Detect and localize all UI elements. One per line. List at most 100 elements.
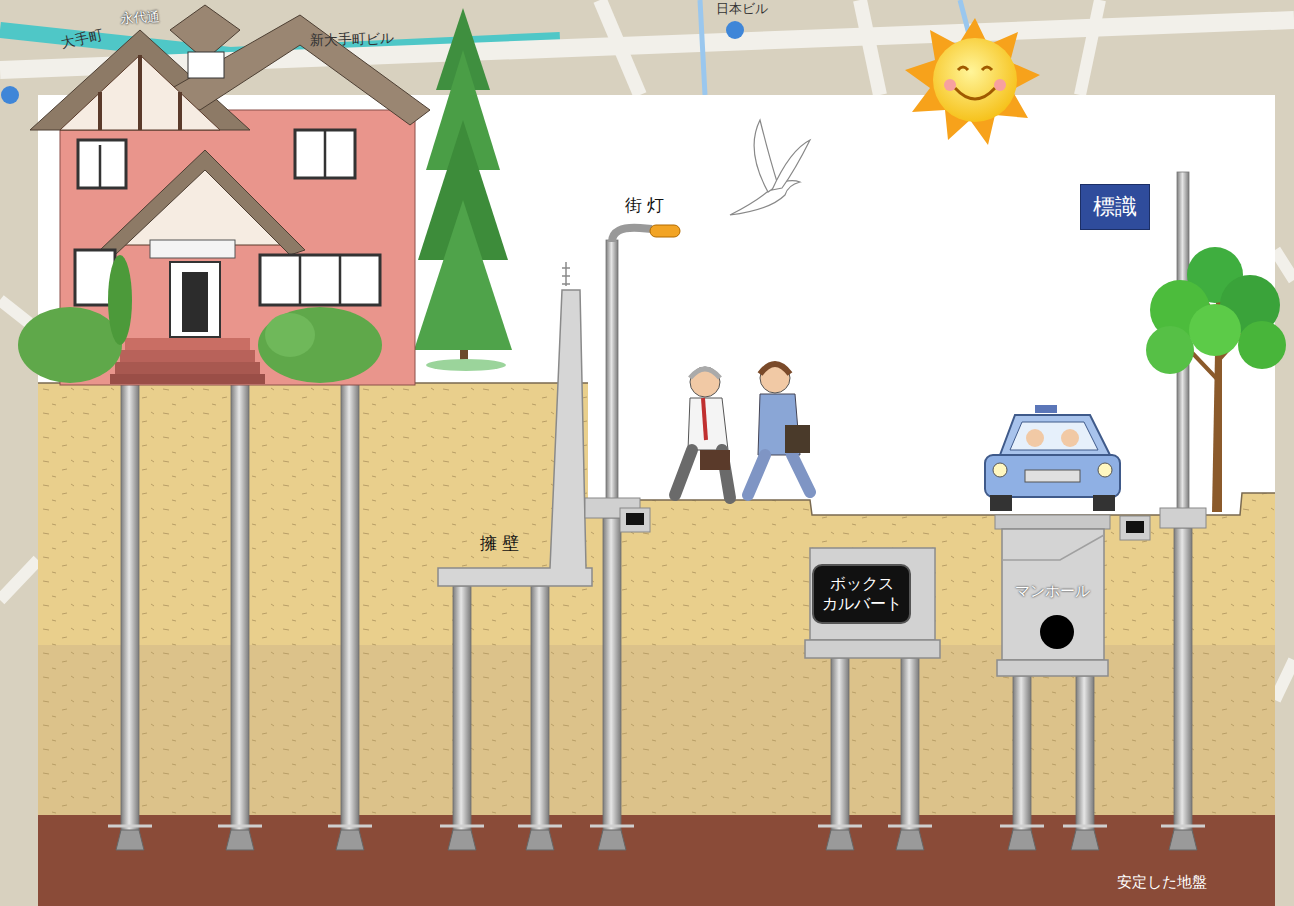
retaining-wall: [562, 262, 570, 286]
steel-pile: [453, 586, 471, 835]
map-label: 日本ビル: [716, 0, 768, 18]
car: [1093, 495, 1115, 511]
box-culvert: [805, 640, 940, 658]
side-drain: [620, 508, 650, 532]
street-light: [650, 225, 680, 237]
map-background: [600, 0, 640, 95]
pedestrians: [690, 369, 720, 378]
node-text: 標識: [1093, 193, 1137, 221]
car: [1098, 463, 1112, 477]
map-label: 新大手町ビル: [310, 30, 395, 51]
steel-pile: [896, 830, 924, 850]
steel-pile: [341, 383, 359, 835]
car: [1025, 470, 1080, 482]
house: [265, 313, 315, 357]
steel-pile: [328, 825, 372, 828]
house: [182, 272, 208, 332]
box-culvert: [810, 548, 935, 640]
house: [100, 55, 180, 130]
sun: [994, 79, 1006, 91]
map-label: 永代通: [120, 8, 160, 29]
steel-pile: [1076, 676, 1094, 835]
house: [18, 5, 430, 385]
pedestrians: [675, 450, 730, 498]
manhole: [1040, 615, 1074, 649]
pedestrians: [688, 398, 728, 450]
house: [188, 52, 224, 78]
ground: [38, 383, 1275, 906]
car: [1010, 422, 1098, 450]
street-tree: [1146, 326, 1194, 374]
node-text: マンホール: [1015, 582, 1090, 601]
side-drain: [1120, 516, 1150, 540]
manhole: [1002, 529, 1104, 660]
car: [993, 463, 1007, 477]
steel-pile: [1013, 676, 1031, 835]
sun: [905, 18, 1040, 145]
steel-pile: [590, 825, 634, 828]
sign-board: 標識: [1080, 184, 1150, 230]
steel-pile: [1161, 825, 1205, 828]
part-label: 擁 壁: [480, 532, 519, 555]
steel-pile: [1071, 830, 1099, 850]
car: [1061, 429, 1079, 447]
street-light: [585, 225, 680, 518]
street-light: [612, 228, 652, 242]
steel-pile: [518, 825, 562, 828]
steel-pile: [1174, 528, 1192, 835]
sun: [905, 18, 1040, 145]
house: [18, 307, 122, 383]
pedestrians: [785, 425, 810, 453]
ground: [38, 383, 1275, 515]
dove: [772, 140, 810, 190]
sign-pole: [1160, 508, 1206, 528]
steel-pile: [831, 658, 849, 835]
car: [985, 405, 1120, 511]
culvert-label: ボックス カルバート: [812, 564, 911, 624]
map-label: 大手町: [60, 27, 105, 53]
house: [170, 262, 220, 337]
sun: [944, 79, 956, 91]
house: [115, 362, 260, 374]
house: [108, 255, 132, 345]
steel-pile: [1063, 825, 1107, 828]
steel-pile: [108, 825, 152, 828]
steel-pile: [121, 383, 139, 835]
part-label: 街 灯: [625, 194, 664, 217]
steel-pile: [1169, 830, 1197, 850]
pedestrians: [675, 363, 810, 498]
steel-pile: [603, 518, 621, 835]
steel-pile: [598, 830, 626, 850]
box-culvert: [805, 548, 940, 658]
steel-pile: [226, 830, 254, 850]
steel-pile: [531, 586, 549, 835]
manhole-label: マンホール: [1013, 580, 1092, 603]
steel-pile: [1000, 825, 1044, 828]
conifer-tree: [426, 359, 506, 371]
street-tree: [1238, 321, 1286, 369]
manhole: [995, 515, 1110, 676]
manhole: [997, 660, 1108, 676]
street-light: [606, 240, 618, 505]
steel-pile: [440, 825, 484, 828]
ground-label: 安定した地盤: [1117, 873, 1207, 892]
house: [150, 240, 235, 258]
scene-panel: [38, 95, 1275, 906]
conifer-tree: [414, 8, 512, 371]
steel-pile: [888, 825, 932, 828]
house: [125, 338, 250, 350]
house: [60, 55, 220, 130]
car: [985, 455, 1120, 497]
car: [990, 495, 1012, 511]
node-text: ボックス カルバート: [820, 574, 903, 614]
steel-pile: [336, 830, 364, 850]
steel-pile: [818, 825, 862, 828]
house: [260, 255, 380, 305]
sun: [933, 38, 1017, 122]
car: [1026, 429, 1044, 447]
map-background: [1080, 0, 1100, 95]
car: [1000, 415, 1110, 455]
